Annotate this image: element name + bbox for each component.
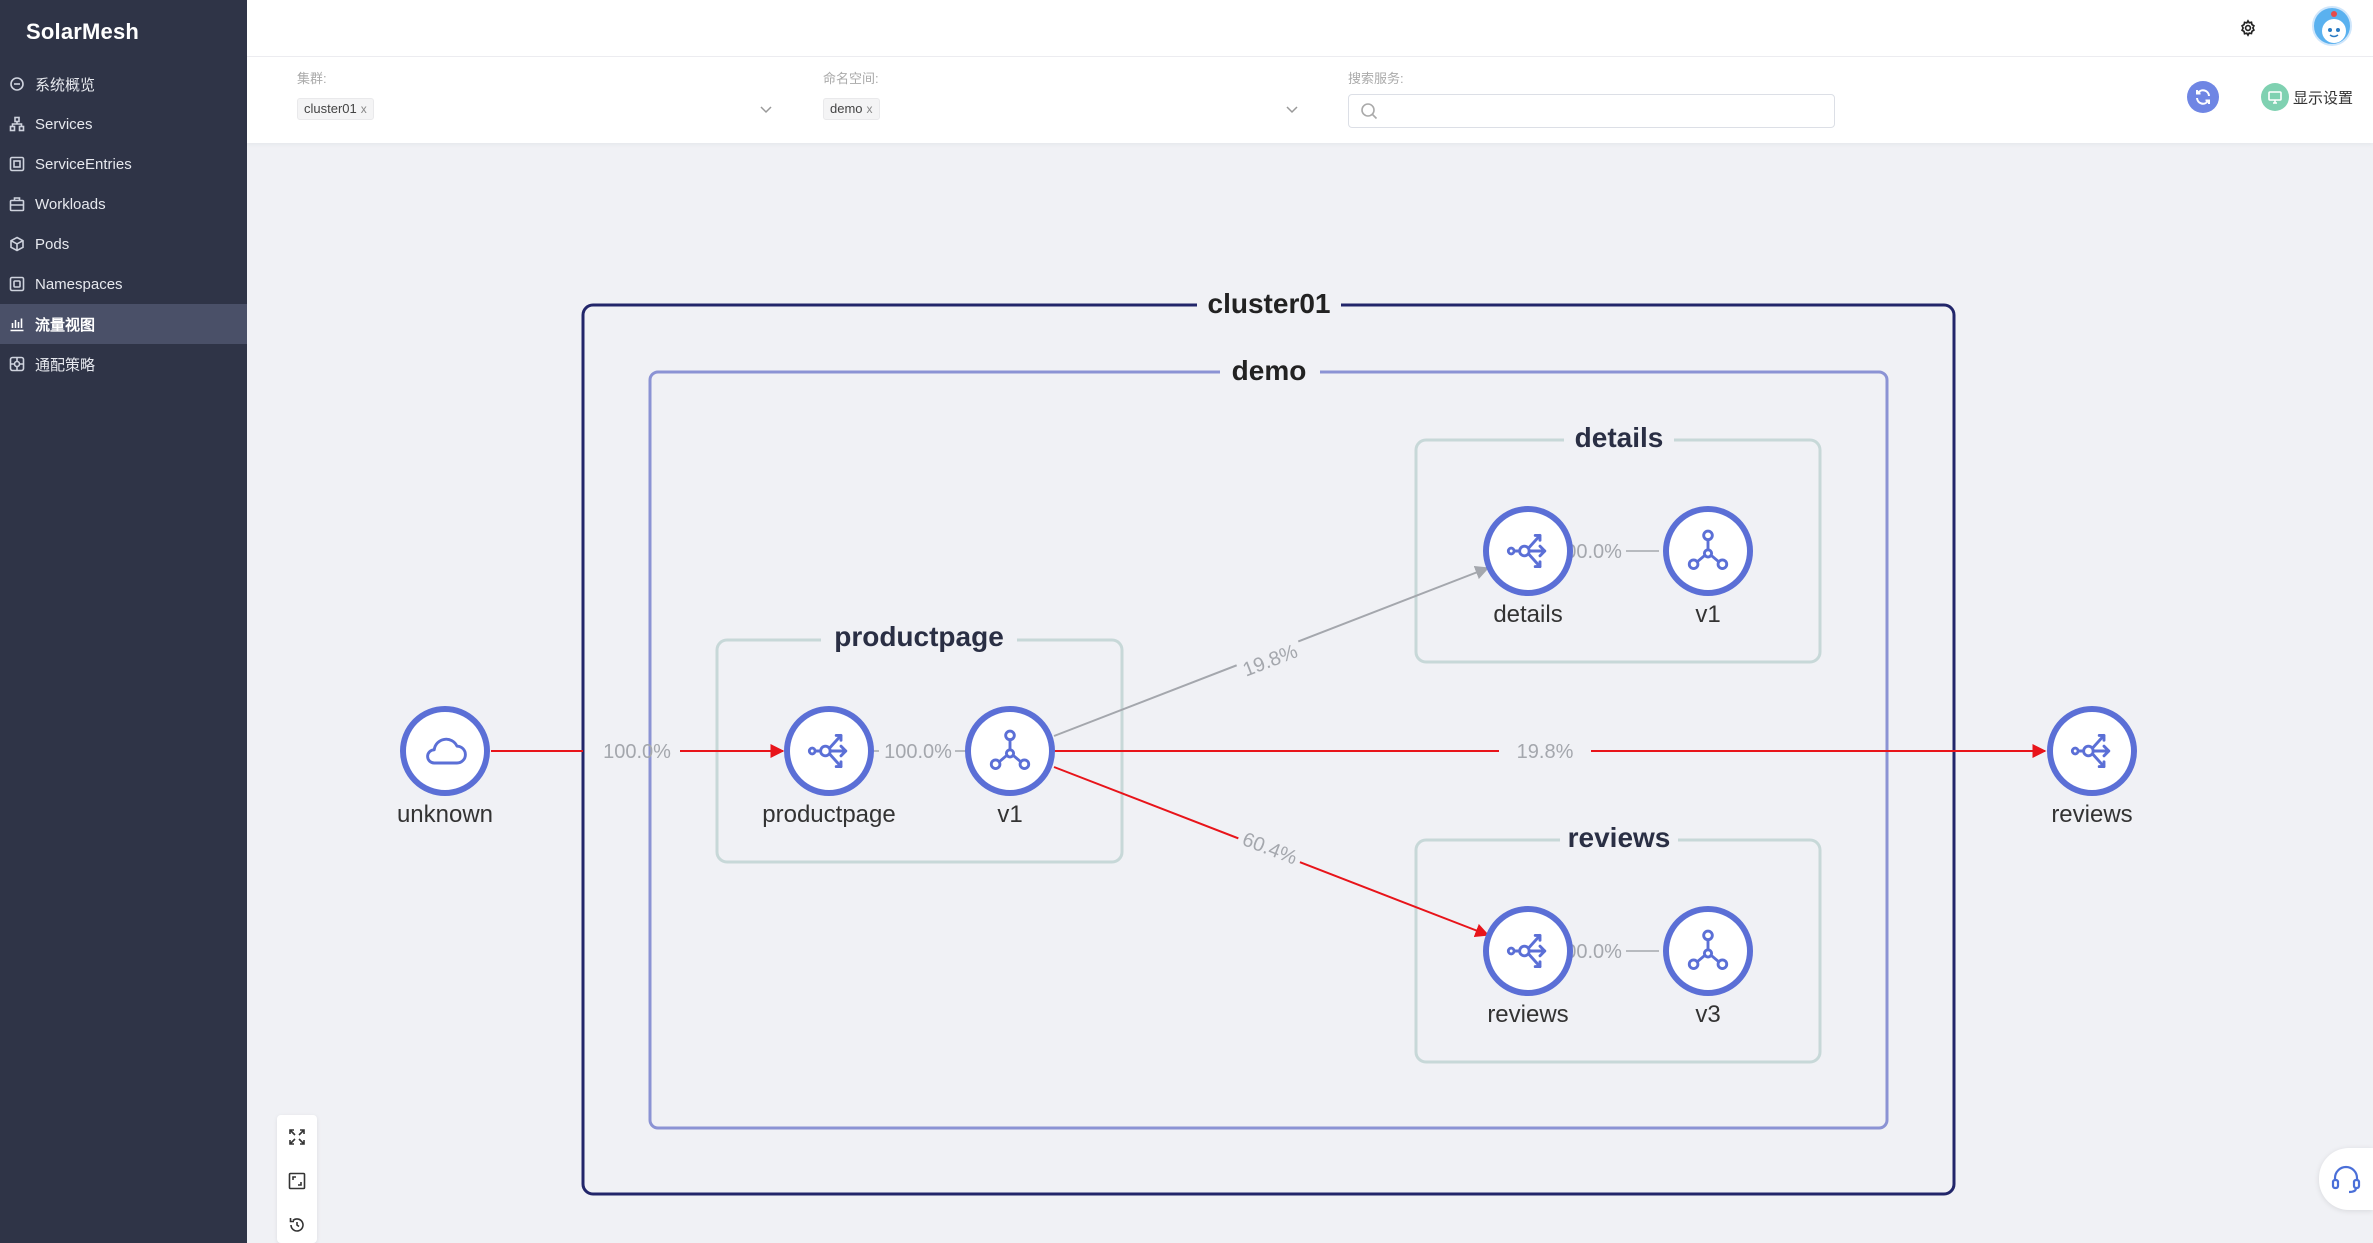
- sidebar-item-workloads[interactable]: Workloads: [0, 184, 247, 224]
- node-reviews-v3[interactable]: v3: [1663, 906, 1753, 1028]
- node-label: unknown: [397, 801, 493, 828]
- sitemap-icon: [8, 115, 26, 133]
- edge-productpage-to-v1[interactable]: 100.0%: [874, 739, 970, 763]
- sidebar-item-pods[interactable]: Pods: [0, 224, 247, 264]
- headset-icon: [2331, 1165, 2361, 1194]
- namespace-filter: 命名空间: demo x: [823, 69, 1303, 124]
- node-label: reviews: [1487, 1001, 1568, 1028]
- sidebar-nav: 系统概览 Services ServiceEntries Workloads P…: [0, 64, 247, 384]
- sidebar-item-label: Services: [35, 115, 93, 133]
- top-bar: [247, 0, 2373, 57]
- search-wrapper: [1348, 89, 1835, 128]
- sidebar-item-label: Pods: [35, 235, 70, 253]
- group-productpage: productpage: [715, 620, 1124, 864]
- cluster-select[interactable]: cluster01 x: [297, 94, 777, 124]
- refresh-icon: [2196, 89, 2210, 105]
- edge-label: 100.0%: [884, 741, 952, 763]
- namespace-label: demo: [1232, 355, 1307, 386]
- group-reviews: reviews: [1414, 820, 1822, 1064]
- namespace-icon: [8, 275, 26, 293]
- monitor-icon: [2260, 83, 2289, 111]
- node-label: v3: [1695, 1001, 1720, 1028]
- sidebar-item-traffic-view[interactable]: 流量视图: [0, 304, 247, 344]
- bar-chart-icon: [8, 315, 26, 333]
- fit-screen-icon: [289, 1129, 305, 1145]
- cluster-filter: 集群: cluster01 x: [297, 69, 777, 124]
- dashboard-icon: [8, 75, 26, 93]
- search-filter-label: 搜索服务:: [1348, 71, 1404, 86]
- cluster-tag: cluster01 x: [297, 98, 374, 120]
- sidebar: SolarMesh 系统概览 Services ServiceEntries W…: [0, 0, 247, 1243]
- node-productpage-service[interactable]: productpage: [762, 706, 896, 828]
- node-productpage-v1[interactable]: v1: [965, 706, 1055, 828]
- sidebar-item-label: ServiceEntries: [35, 155, 132, 173]
- sidebar-item-services[interactable]: Services: [0, 104, 247, 144]
- edge-v1-to-details[interactable]: 19.8%: [1053, 566, 1490, 737]
- group-label-productpage: productpage: [834, 621, 1004, 652]
- avatar[interactable]: [2312, 6, 2352, 46]
- cluster-tag-label: cluster01: [304, 101, 357, 116]
- reset-icon: [289, 1218, 304, 1232]
- group-label-reviews: reviews: [1568, 822, 1671, 853]
- namespace-tag-label: demo: [830, 101, 863, 116]
- close-icon[interactable]: x: [866, 102, 873, 116]
- group-details: details: [1414, 420, 1822, 664]
- display-settings-button[interactable]: 显示设置: [2260, 81, 2353, 113]
- close-icon[interactable]: x: [360, 102, 367, 116]
- fit-screen-button[interactable]: [277, 1115, 317, 1159]
- namespace-tag: demo x: [823, 98, 880, 120]
- cluster-filter-label: 集群:: [297, 71, 327, 86]
- center-button[interactable]: [277, 1159, 317, 1203]
- sidebar-item-label: Workloads: [35, 195, 106, 213]
- sidebar-item-label: 流量视图: [35, 316, 96, 334]
- group-label-details: details: [1575, 422, 1664, 453]
- node-unknown[interactable]: unknown: [397, 706, 493, 828]
- cluster-label: cluster01: [1208, 288, 1331, 319]
- edge-unknown-to-productpage[interactable]: 100.0%: [491, 741, 785, 763]
- node-label: reviews: [2051, 801, 2132, 828]
- sidebar-item-policy[interactable]: 通配策略: [0, 344, 247, 384]
- sidebar-item-overview[interactable]: 系统概览: [0, 64, 247, 104]
- node-label: v1: [997, 801, 1022, 828]
- sidebar-item-label: 通配策略: [35, 356, 96, 374]
- edge-v1-to-reviews[interactable]: 60.4%: [1053, 766, 1490, 937]
- display-settings-label: 显示设置: [2292, 89, 2353, 107]
- node-label: productpage: [762, 801, 895, 828]
- filter-bar: 集群: cluster01 x 命名空间: demo x 搜索服务:: [247, 57, 2373, 143]
- cube-icon: [8, 235, 26, 253]
- namespace-select[interactable]: demo x: [823, 94, 1303, 124]
- node-details-v1[interactable]: v1: [1663, 506, 1753, 628]
- search-icon: [1361, 103, 1378, 120]
- app-logo: SolarMesh: [26, 19, 140, 44]
- reset-button[interactable]: [277, 1203, 317, 1243]
- cluster-box: cluster01: [581, 283, 1956, 1196]
- namespace-filter-label: 命名空间:: [823, 71, 879, 86]
- node-reviews-service[interactable]: reviews: [1483, 906, 1573, 1028]
- policy-icon: [8, 355, 26, 373]
- search-input[interactable]: [1348, 94, 1835, 128]
- gear-icon[interactable]: [2236, 16, 2260, 40]
- sidebar-item-namespaces[interactable]: Namespaces: [0, 264, 247, 304]
- refresh-button[interactable]: [2187, 81, 2219, 113]
- graph-tools: [277, 1115, 317, 1243]
- node-label: details: [1493, 601, 1562, 628]
- entry-icon: [8, 155, 26, 173]
- edge-v1-to-reviews-external[interactable]: 19.8%: [1054, 741, 2047, 763]
- edge-label: 19.8%: [1517, 741, 1574, 763]
- node-label: v1: [1695, 601, 1720, 628]
- search-filter: 搜索服务:: [1348, 69, 1835, 128]
- center-icon: [288, 1172, 306, 1190]
- edge-label: 100.0%: [603, 741, 671, 763]
- sidebar-item-label: Namespaces: [35, 275, 123, 293]
- support-button[interactable]: [2319, 1148, 2373, 1210]
- node-reviews-external[interactable]: reviews: [2047, 706, 2137, 828]
- sidebar-item-label: 系统概览: [35, 76, 96, 94]
- sidebar-item-serviceentries[interactable]: ServiceEntries: [0, 144, 247, 184]
- traffic-graph: cluster01 demo productpage details revie…: [247, 143, 2373, 1243]
- chevron-down-icon[interactable]: [757, 100, 775, 118]
- briefcase-icon: [8, 195, 26, 213]
- node-details-service[interactable]: details: [1483, 506, 1573, 628]
- chevron-down-icon[interactable]: [1283, 100, 1301, 118]
